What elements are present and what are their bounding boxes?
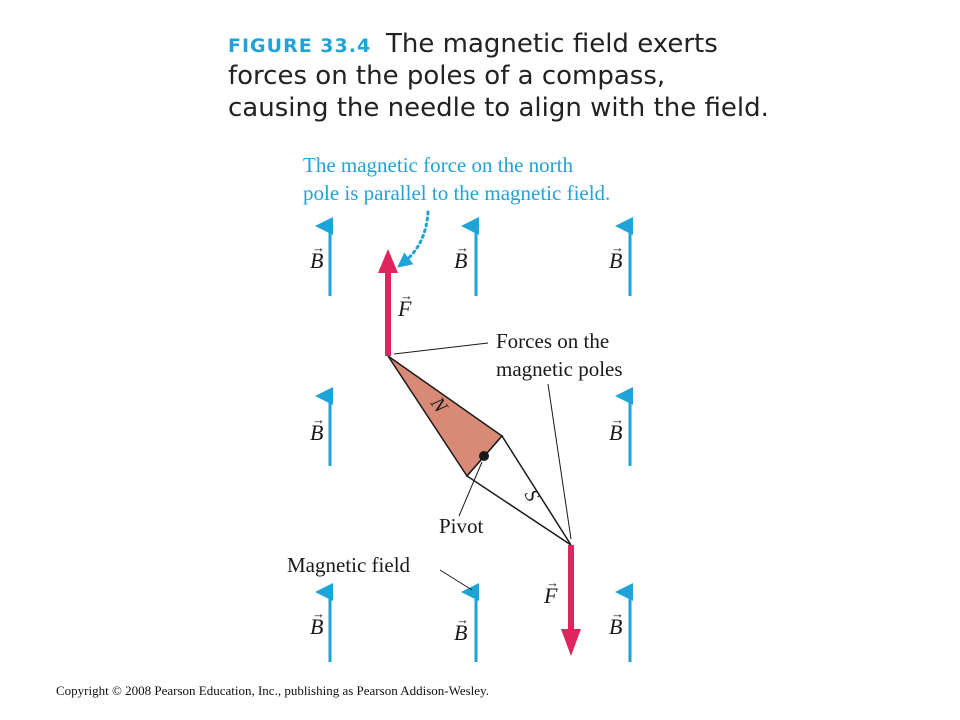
pivot-leader xyxy=(458,461,483,517)
field-label: B → xyxy=(454,612,469,645)
field-label: B → xyxy=(609,240,624,273)
vector-arrow-icon: → xyxy=(456,612,469,627)
vector-arrow-icon: → xyxy=(312,240,325,255)
vector-arrow-icon: → xyxy=(546,575,559,590)
field-symbol: B xyxy=(310,614,323,639)
callout-line-1: The magnetic force on the north xyxy=(303,153,573,177)
vector-arrow-icon: → xyxy=(456,240,469,255)
callout-line-2: pole is parallel to the magnetic field. xyxy=(303,181,610,205)
field-symbol: B xyxy=(310,248,323,273)
force-symbol: F xyxy=(543,583,558,608)
magnetic-field-leader xyxy=(439,569,473,591)
forces-label-line-1: Forces on the xyxy=(496,329,609,353)
field-label: B → xyxy=(310,606,325,639)
field-label: B → xyxy=(310,412,325,445)
field-arrows xyxy=(315,217,633,662)
field-symbol: B xyxy=(310,420,323,445)
field-label: B → xyxy=(310,240,325,273)
vector-arrow-icon: → xyxy=(611,412,624,427)
field-label: B → xyxy=(609,412,624,445)
field-label: B → xyxy=(609,606,624,639)
field-symbol: B xyxy=(454,248,467,273)
pivot-point xyxy=(479,451,489,461)
north-force-arrow-head xyxy=(378,249,398,273)
vector-arrow-icon: → xyxy=(312,606,325,621)
figure-title-line-3: causing the needle to align with the fie… xyxy=(228,93,769,123)
south-force-arrow-head xyxy=(561,629,581,656)
field-symbol: B xyxy=(609,614,622,639)
force-label-north: F → xyxy=(397,288,413,321)
figure-title-line-1: The magnetic field exerts xyxy=(385,29,718,59)
vector-arrow-icon: → xyxy=(611,240,624,255)
vector-arrow-icon: → xyxy=(611,606,624,621)
force-label-south: F → xyxy=(543,575,559,608)
forces-leader-south xyxy=(547,383,572,540)
pivot-label: Pivot xyxy=(439,514,484,538)
field-label: B → xyxy=(454,240,469,273)
copyright-notice: Copyright © 2008 Pearson Education, Inc.… xyxy=(56,683,489,698)
figure-label: FIGURE 33.4 xyxy=(228,35,371,57)
field-labels: B → B → B → B → B → B → B → B → xyxy=(310,240,624,645)
callout-pointer-arrow xyxy=(397,210,430,268)
force-symbol: F xyxy=(397,296,412,321)
field-symbol: B xyxy=(454,620,467,645)
forces-label-line-2: magnetic poles xyxy=(496,357,623,381)
vector-arrow-icon: → xyxy=(312,412,325,427)
forces-leader-north xyxy=(393,342,489,355)
magnetic-field-label: Magnetic field xyxy=(287,553,411,577)
vector-arrow-icon: → xyxy=(400,288,413,303)
figure-title-line-2: forces on the poles of a compass, xyxy=(228,61,665,91)
field-symbol: B xyxy=(609,248,622,273)
field-symbol: B xyxy=(609,420,622,445)
